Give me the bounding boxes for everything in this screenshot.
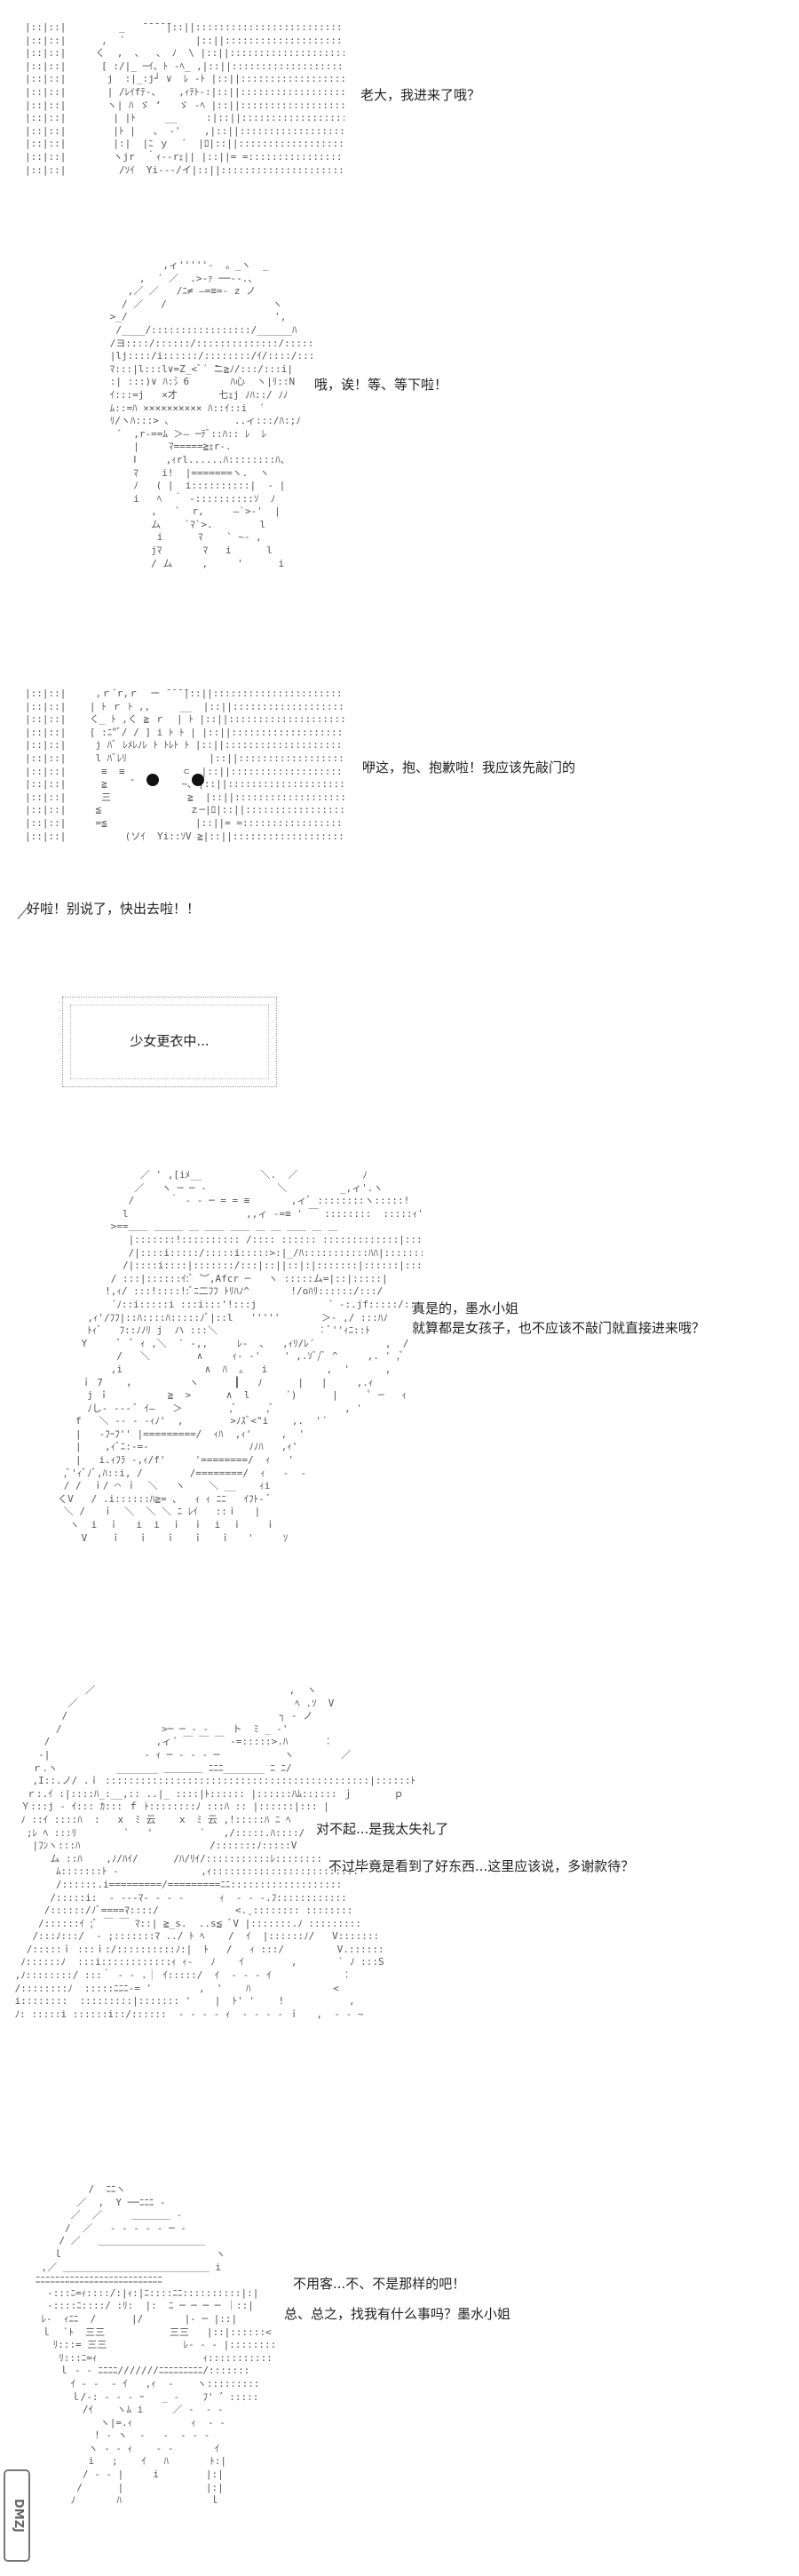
site-watermark-logo: DMZJ	[4, 2469, 30, 2562]
dialogue-line: 不过毕竟是看到了好东西...这里应该说，多谢款待？	[328, 1858, 635, 1874]
ascii-art-door-peek: |::|::| _ ̄ ̄ ̄ ̄ ̄|::||::::::::::::::::…	[25, 21, 344, 176]
dialogue-line: 就算都是女孩子，也不应该不敲门就直接进来哦？	[412, 1320, 706, 1336]
narration-box-inner-border	[70, 1005, 269, 1079]
dialogue-line: 咿这，抱、抱歉啦！我应该先敲门的	[362, 759, 576, 775]
dialogue-line: 不用客...不、不是那样的吧！	[293, 2276, 466, 2292]
dialogue-line: 对不起...是我太失礼了	[316, 1821, 449, 1837]
ascii-art-embarrassed-girl: |::|::| ,ｒ´r,ｒ ー ̄ ̄ ̄ ̄|::||:::::::::::…	[25, 688, 344, 842]
dialogue-line: 总、总之，找我有什么事吗？墨水小姐	[284, 2306, 511, 2322]
left-eye-icon	[146, 774, 159, 786]
dialogue-line: 哦，诶！等、等下啦！	[314, 377, 448, 393]
narration-box: 少女更衣中...	[62, 997, 277, 1087]
ascii-art-surprised-girl: ,ィ'''''- 。_ヽ _ , ´ ／ .>‐ｧ ──--.、 ,／ ／ /ﾆ…	[109, 259, 314, 569]
dialogue-line-shout: 好啦！别说了，快出去啦！！	[27, 901, 201, 917]
narration-text: 少女更衣中...	[130, 1033, 210, 1049]
ascii-art-apologizing-girl: ／ , ヽ ／ ﾍ .ｿ V / ┐ ‐ ノ / >─ ─ ‐ ‐ ト ﾐ _ …	[14, 1684, 415, 2020]
dialogue-line: 老大，我进来了哦？	[360, 87, 481, 103]
dialogue-line: 真是的，墨水小姐	[412, 1300, 519, 1316]
ascii-art-flustered-girl: / ﾆﾆヽ ／ , Y ──ﾆﾆﾆ ‐ ／ ／ ＿＿＿＿ ‐ / ／ ‐ ‐ ‐…	[35, 2183, 277, 2507]
ascii-art-hat-girl: ／ ' ,[iﾒ__ ＼. ／ ﾉ ／ ヽ ─ ─ - ＼ _,ィ'.ヽ / ｀…	[58, 1169, 423, 1544]
right-eye-icon	[192, 774, 204, 786]
